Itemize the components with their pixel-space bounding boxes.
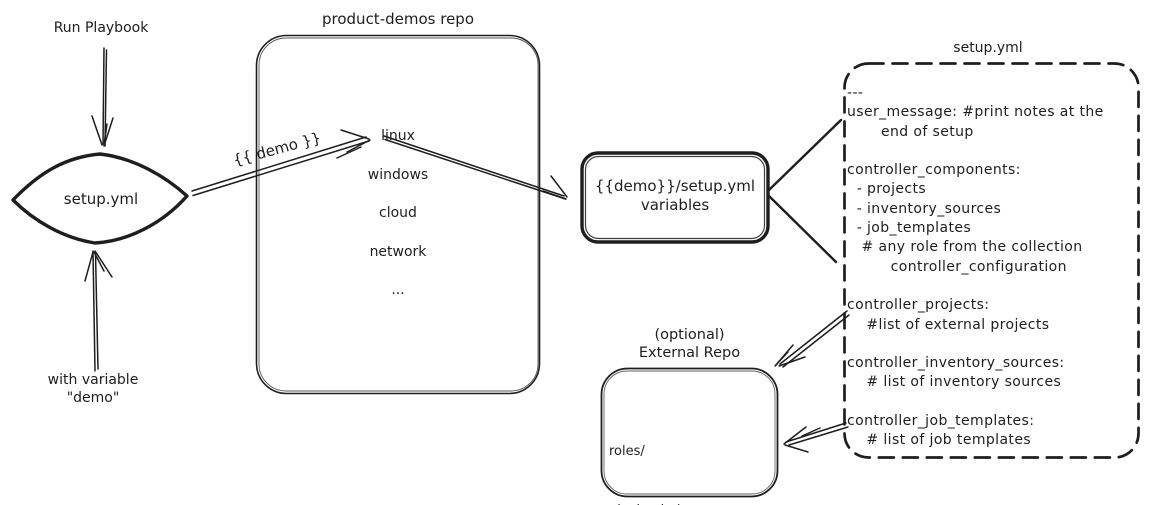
arrow-projects-to-external	[774, 310, 850, 368]
external-repo-title-line2: External Repo	[638, 344, 741, 361]
external-repo-content: roles/ playbooks/ ....	[609, 403, 679, 505]
run-playbook-label: Run Playbook	[53, 20, 149, 36]
repo-item-cloud: cloud	[379, 205, 417, 221]
external-repo-box-shape	[600, 367, 779, 498]
yaml-line	[847, 277, 1104, 296]
yaml-line: - projects	[847, 181, 927, 198]
yaml-line: controller_job_templates:	[847, 413, 1035, 430]
yaml-line	[847, 142, 1104, 161]
yaml-line: end of setup	[847, 123, 974, 140]
yaml-line: - job_templates	[847, 220, 972, 237]
with-variable-line1: with variable	[47, 372, 139, 388]
repo-item-windows: windows	[367, 167, 429, 183]
yaml-line: # list of inventory sources	[847, 374, 1062, 391]
yaml-line: ---	[847, 85, 864, 101]
repo-item-linux: linux	[381, 128, 415, 144]
external-repo-item-playbooks: playbooks/	[609, 501, 679, 505]
repo-item-network: network	[369, 244, 427, 260]
arrow-demo	[191, 129, 371, 197]
arrow-with-variable	[84, 250, 113, 372]
repo-item-ellipsis: ...	[391, 282, 405, 298]
yaml-line: #list of external projects	[847, 316, 1050, 333]
setup-yml-diamond-label: setup.yml	[63, 190, 139, 208]
yaml-line: controller_components:	[847, 162, 1021, 179]
arrow-templates-to-external	[783, 422, 849, 453]
yaml-line: # list of job templates	[847, 432, 1032, 449]
arrow-linux-to-variables	[383, 135, 568, 200]
setup-yml-box-shape	[843, 62, 1140, 459]
external-repo-title-line1: (optional)	[654, 327, 725, 343]
diamond-shape	[11, 152, 189, 245]
variables-box-label: {{demo}}/setup.yml variables	[581, 177, 769, 215]
yaml-line: - inventory_sources	[847, 200, 1002, 217]
external-repo-item-roles: roles/	[609, 444, 645, 459]
with-variable-line2: "demo"	[66, 390, 120, 406]
setup-yml-content: --- user_message: #print notes at the en…	[847, 84, 1104, 451]
yaml-line	[847, 393, 1104, 412]
variables-box-line2: variables	[640, 196, 710, 214]
yaml-line	[847, 335, 1104, 354]
repo-title: product-demos repo	[322, 10, 474, 28]
yaml-line: controller_projects:	[847, 297, 990, 314]
yaml-line: controller_configuration	[847, 258, 1067, 275]
yaml-line: user_message: #print notes at the	[847, 104, 1104, 121]
arrow-run-playbook	[91, 47, 114, 147]
with-variable-label: with variable "demo"	[23, 371, 163, 407]
repo-box-shape	[255, 34, 541, 395]
external-repo-title: (optional) External Repo	[601, 327, 778, 362]
yaml-line: # any role from the collection	[847, 239, 1083, 256]
setup-yml-title: setup.yml	[953, 40, 1023, 56]
yaml-line: controller_inventory_sources:	[847, 355, 1065, 372]
connector-variables-to-setup	[767, 118, 843, 264]
variables-box-line1: {{demo}}/setup.yml	[594, 177, 756, 195]
variables-box-shape	[580, 151, 770, 244]
